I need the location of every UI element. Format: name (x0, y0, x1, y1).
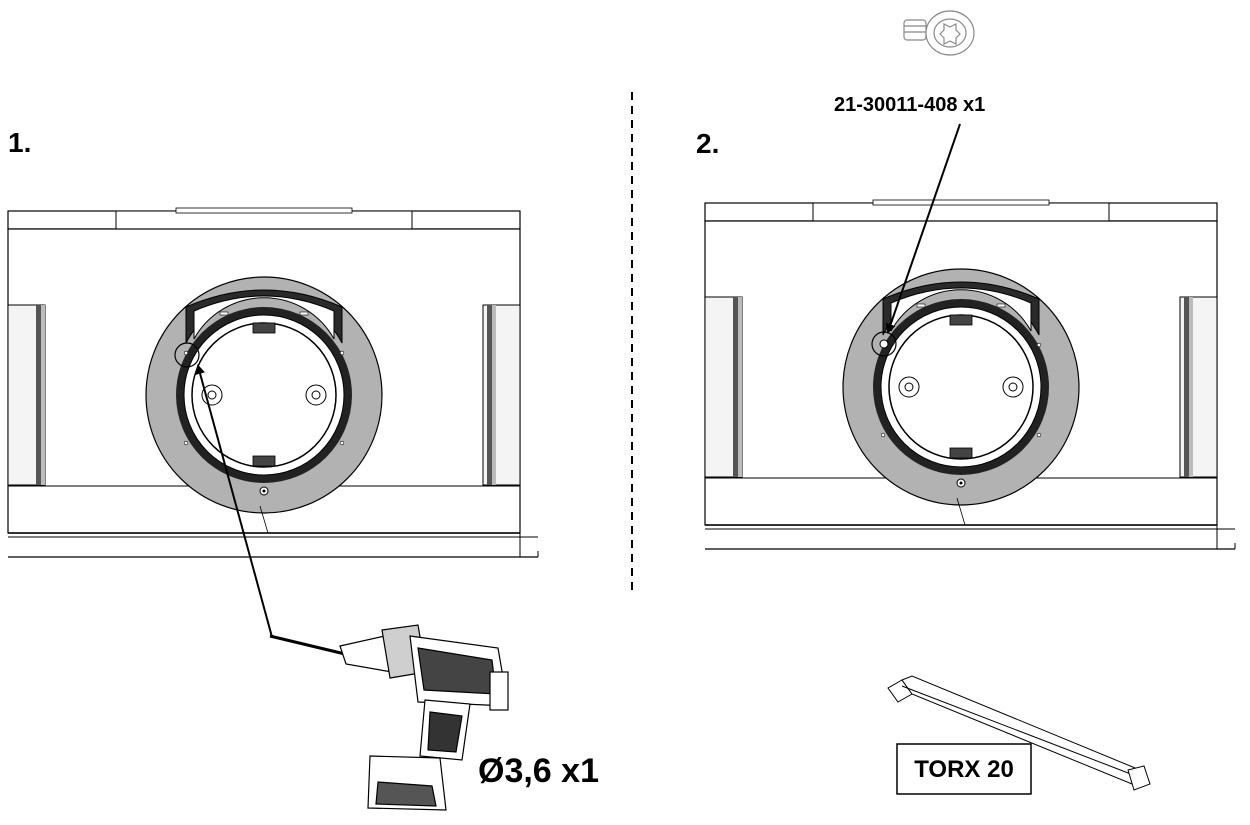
hood-unit-step-2 (704, 199, 1236, 550)
screw-part-label: 21-30011-408 x1 (834, 94, 985, 116)
screw-icon (903, 10, 975, 56)
installed-screw (879, 339, 889, 349)
torx-key-icon (887, 675, 1151, 791)
hood-unit-step-1 (7, 207, 539, 558)
step-1-number: 1. (8, 127, 31, 158)
drill-icon (269, 624, 509, 811)
screw-arrow (885, 123, 961, 334)
drill-size-label: Ø3,6 x1 (478, 752, 599, 790)
drill-arrow (195, 364, 273, 638)
drill-point-circle (174, 342, 200, 368)
screw-point-circle (871, 331, 897, 357)
torx-label-box (896, 743, 1032, 795)
step-2-number: 2. (696, 128, 719, 159)
torx-tool-label: TORX 20 (914, 756, 1014, 783)
